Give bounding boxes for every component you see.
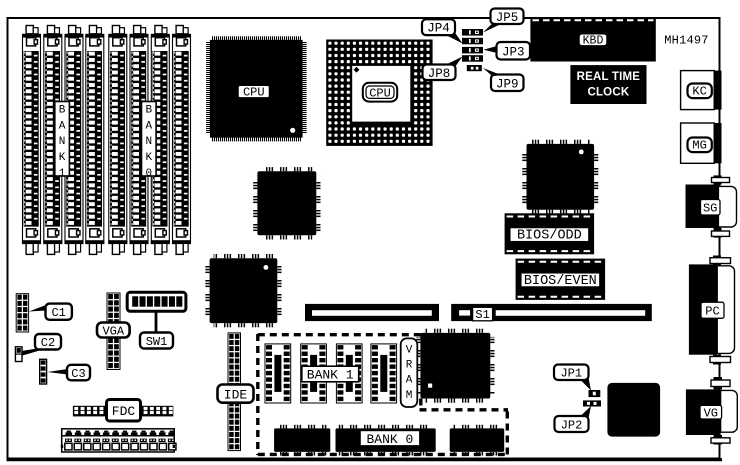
svg-text:IDE: IDE xyxy=(224,387,248,402)
svg-text:CLOCK: CLOCK xyxy=(587,86,629,98)
svg-text:JP8: JP8 xyxy=(428,67,451,81)
svg-text:BIOS/ODD: BIOS/ODD xyxy=(517,229,582,244)
svg-text:0: 0 xyxy=(145,168,152,180)
svg-text:A: A xyxy=(145,120,152,132)
svg-text:1: 1 xyxy=(59,168,66,180)
svg-text:KC: KC xyxy=(692,85,706,99)
svg-text:C1: C1 xyxy=(51,306,65,320)
svg-text:A: A xyxy=(59,120,66,132)
svg-text:BIOS/EVEN: BIOS/EVEN xyxy=(524,274,597,289)
svg-text:KBD: KBD xyxy=(583,35,604,48)
svg-text:V: V xyxy=(406,345,413,357)
svg-text:A: A xyxy=(406,375,413,387)
svg-text:BANK 0: BANK 0 xyxy=(366,432,413,447)
svg-text:MG: MG xyxy=(692,139,706,153)
svg-text:VGA: VGA xyxy=(102,324,124,338)
svg-text:FDC: FDC xyxy=(112,404,136,419)
svg-text:B: B xyxy=(145,105,152,117)
svg-text:PC: PC xyxy=(705,305,719,319)
svg-text:JP1: JP1 xyxy=(560,367,582,381)
svg-text:CPU: CPU xyxy=(243,85,265,99)
svg-text:B: B xyxy=(59,105,66,117)
svg-text:N: N xyxy=(59,136,66,148)
svg-text:C2: C2 xyxy=(41,336,55,350)
svg-text:M: M xyxy=(406,390,413,402)
svg-text:JP5: JP5 xyxy=(496,11,519,25)
svg-text:C3: C3 xyxy=(71,367,85,381)
svg-text:SG: SG xyxy=(703,202,717,216)
svg-text:S1: S1 xyxy=(475,308,489,322)
svg-text:JP4: JP4 xyxy=(427,22,450,36)
svg-text:K: K xyxy=(145,152,152,164)
svg-text:JP9: JP9 xyxy=(496,77,519,91)
svg-text:N: N xyxy=(145,136,152,148)
svg-text:VG: VG xyxy=(704,406,718,420)
svg-text:BANK 1: BANK 1 xyxy=(307,368,354,383)
svg-text:REAL TIME: REAL TIME xyxy=(577,71,641,83)
svg-text:R: R xyxy=(406,360,413,372)
svg-text:MH1497: MH1497 xyxy=(664,34,708,48)
svg-text:JP3: JP3 xyxy=(502,45,525,59)
svg-text:CPU: CPU xyxy=(369,86,391,100)
svg-text:SW1: SW1 xyxy=(146,335,168,349)
svg-text:K: K xyxy=(59,152,66,164)
svg-text:JP2: JP2 xyxy=(561,418,583,432)
